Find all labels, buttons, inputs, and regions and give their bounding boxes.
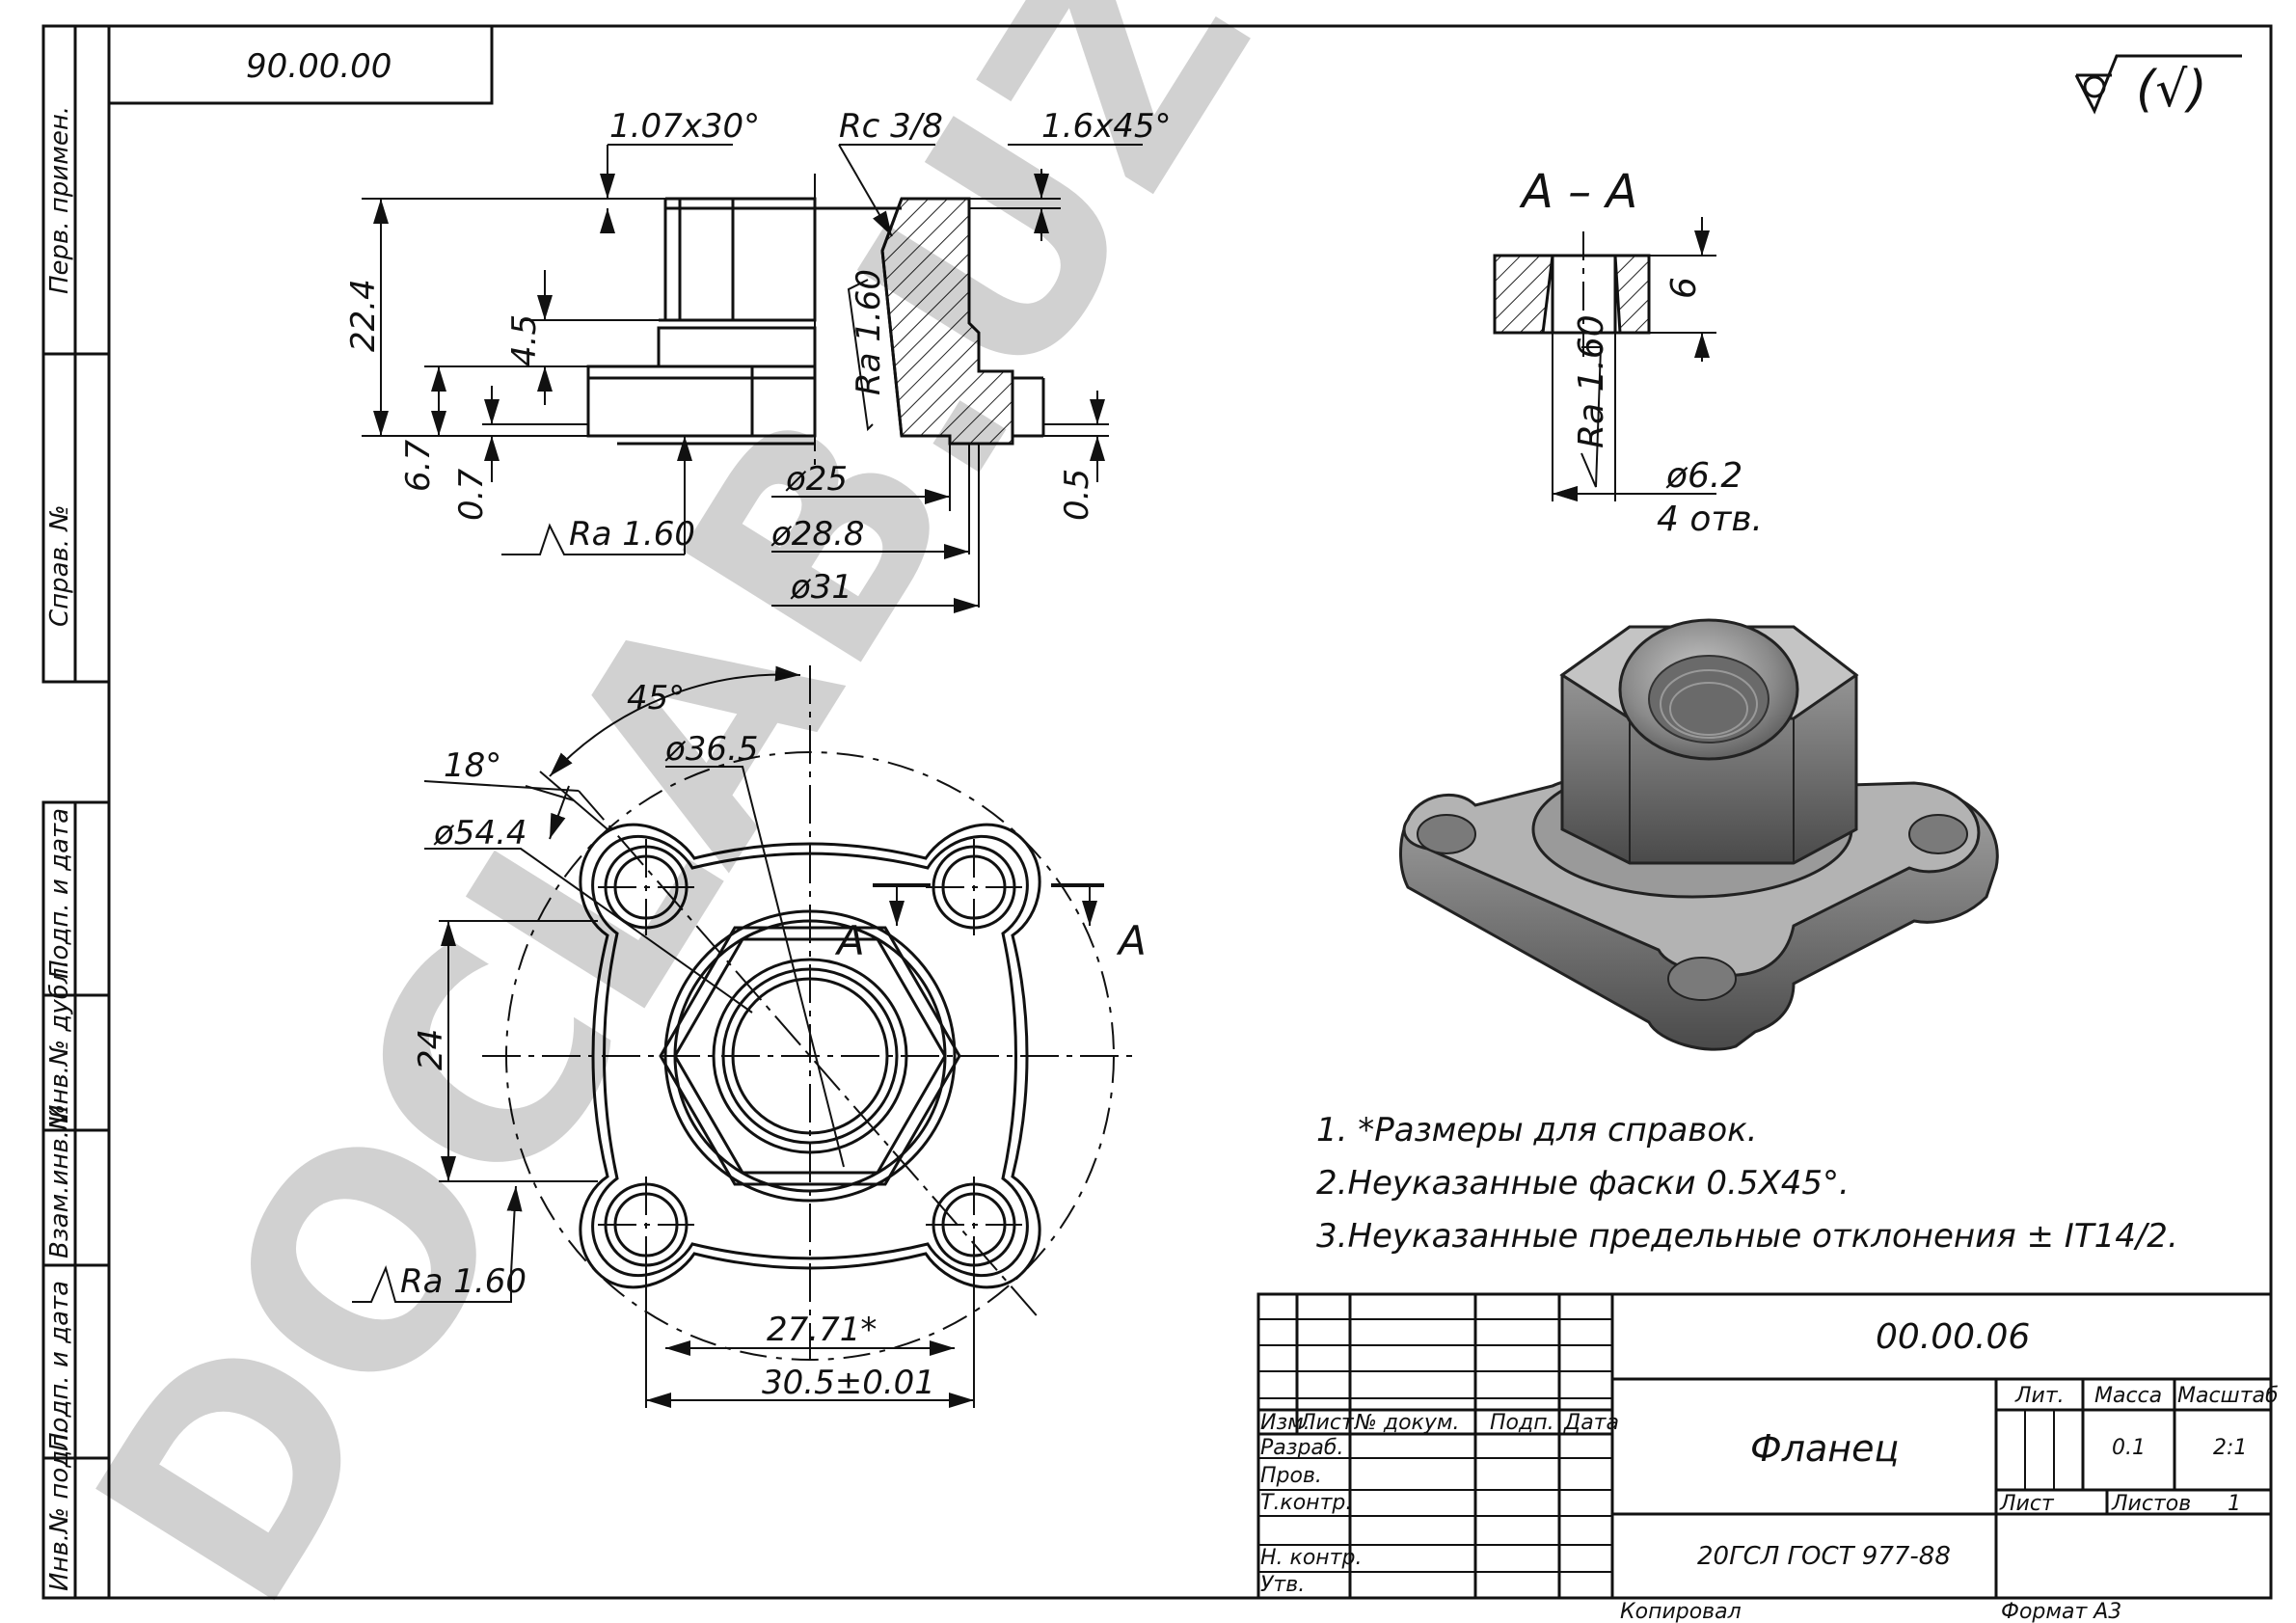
footer: Копировал Формат A3	[1620, 1600, 2121, 1623]
dim-d28: ø28.8	[770, 515, 865, 554]
plan-view-dims	[352, 665, 1104, 1408]
dim-d544: ø54.4	[433, 814, 527, 852]
tb-mass-label: Масса	[2094, 1384, 2162, 1408]
dim-angle18: 18°	[444, 746, 501, 785]
tb-designation: 00.00.06	[1876, 1317, 2030, 1357]
side-label-podp1: Подп. и дата	[45, 808, 74, 979]
notes: 1. *Размеры для справок. 2.Неуказанные ф…	[1316, 1111, 2178, 1256]
tb-row-utv: Утв.	[1260, 1573, 1305, 1597]
top-view-dimensions	[362, 144, 1143, 613]
tb-row-razrab: Разраб.	[1260, 1436, 1343, 1460]
tb-name: Фланец	[1750, 1427, 1899, 1470]
side-label-sprav: Справ. №	[45, 505, 74, 627]
tb-lit-label: Лит.	[2014, 1384, 2065, 1408]
side-table-upper	[41, 24, 111, 684]
dim-h-total: 22.4	[344, 279, 383, 352]
tb-scale-value: 2:1	[2213, 1436, 2247, 1460]
footer-copied: Копировал	[1620, 1600, 1742, 1623]
tb-material: 20ГСЛ ГОСТ 977-88	[1697, 1542, 1951, 1571]
tb-sheets-value: 1	[2228, 1492, 2241, 1516]
dim-2771: 27.71*	[767, 1311, 877, 1349]
doc-code-box	[107, 24, 494, 105]
section-aa-view	[1493, 231, 1651, 357]
tb-row-prov: Пров.	[1260, 1464, 1322, 1488]
title-block	[1256, 1292, 2273, 1600]
side-label-vzam: Взам.инв.№	[45, 1104, 74, 1258]
tb-mass-value: 0.1	[2112, 1436, 2146, 1460]
plan-view-centerlines	[482, 665, 1138, 1360]
tb-col-izm: Изм.	[1260, 1411, 1310, 1435]
note-3: 3.Неуказанные предельные отклонения ± IT…	[1316, 1217, 2178, 1256]
dim-24: 24	[412, 1029, 450, 1070]
dim-chamfer2: 1.6x45°	[1041, 107, 1171, 146]
title-block-text: 00.00.06 Фланец 20ГСЛ ГОСТ 977-88 Изм. Л…	[1260, 1317, 2279, 1597]
roughness-symbol-text: (√)	[2136, 61, 2207, 119]
dim-h-step: 4.5	[505, 314, 544, 366]
dim-h-small: 0.7	[452, 469, 491, 521]
tb-scale-label: Масштаб	[2177, 1384, 2279, 1408]
section-letter-a1: A	[834, 917, 865, 964]
plan-view-labels: 45° 18° ø36.5 ø54.4 24 27.71* 30.5±0.01 …	[400, 679, 1147, 1402]
tb-col-podp: Подп.	[1490, 1411, 1554, 1435]
dim-d31: ø31	[790, 568, 852, 607]
tb-col-list: Лист	[1299, 1411, 1355, 1435]
ra-left-label: Ra 1.60	[569, 515, 695, 554]
section-aa-ra: Ra 1.60	[1572, 314, 1611, 448]
section-aa-dims	[1552, 217, 1716, 501]
plan-ra-label: Ra 1.60	[400, 1262, 527, 1301]
dim-305: 30.5±0.01	[762, 1364, 935, 1402]
tb-row-tkontr: Т.контр.	[1260, 1491, 1352, 1515]
dim-h-flange: 6.7	[399, 440, 438, 492]
section-aa-title: A – A	[1519, 165, 1637, 219]
side-label-inv-dubl: Инв.№ дубл.	[45, 960, 74, 1123]
top-section-view	[586, 174, 1045, 473]
roughness-symbol	[2074, 54, 2242, 115]
note-2: 2.Неуказанные фаски 0.5X45°.	[1316, 1164, 1850, 1203]
section-aa-count: 4 отв.	[1657, 500, 1763, 539]
watermark: DOCLAB.UZ	[33, 0, 1315, 1623]
section-letter-a2: A	[1116, 917, 1147, 964]
ra-inner-label: Ra 1.60	[850, 269, 888, 395]
top-view-labels: 1.07x30° Rc 3/8 1.6x45° 22.4 4.5 6.7 0.7…	[344, 107, 1171, 607]
footer-format: Формат A3	[2001, 1600, 2121, 1623]
side-table-lower	[41, 800, 111, 1600]
tb-col-data: Дата	[1563, 1411, 1619, 1435]
dim-chamfer1: 1.07x30°	[609, 107, 760, 146]
isometric-render	[1399, 618, 1999, 1051]
section-aa-depth: 6	[1664, 277, 1704, 299]
tb-sheet-label: Лист	[1999, 1492, 2055, 1516]
tb-sheets-label: Листов	[2111, 1492, 2191, 1516]
side-label-perv: Перв. примен.	[45, 106, 74, 294]
side-label-podp2: Подп. и дата	[45, 1281, 74, 1451]
side-label-inv-podl: Инв.№ подл.	[45, 1426, 74, 1591]
dim-d25: ø25	[785, 460, 848, 499]
note-1: 1. *Размеры для справок.	[1316, 1111, 1758, 1150]
section-aa-labels: A – A 6 Ra 1.60 ø6.2 4 отв.	[1519, 165, 1763, 539]
tb-row-nkontr: Н. контр.	[1260, 1546, 1362, 1570]
side-labels: Перв. примен. Справ. № Подп. и дата Инв.…	[45, 106, 74, 1591]
dim-h-right: 0.5	[1058, 469, 1096, 521]
doc-code-text: 90.00.00	[246, 47, 392, 86]
section-aa-hole: ø6.2	[1665, 456, 1742, 496]
dim-thread: Rc 3/8	[839, 107, 943, 146]
dim-d365: ø36.5	[664, 730, 759, 769]
tb-col-dokum: № докум.	[1354, 1411, 1459, 1435]
dim-angle45: 45°	[627, 679, 685, 717]
